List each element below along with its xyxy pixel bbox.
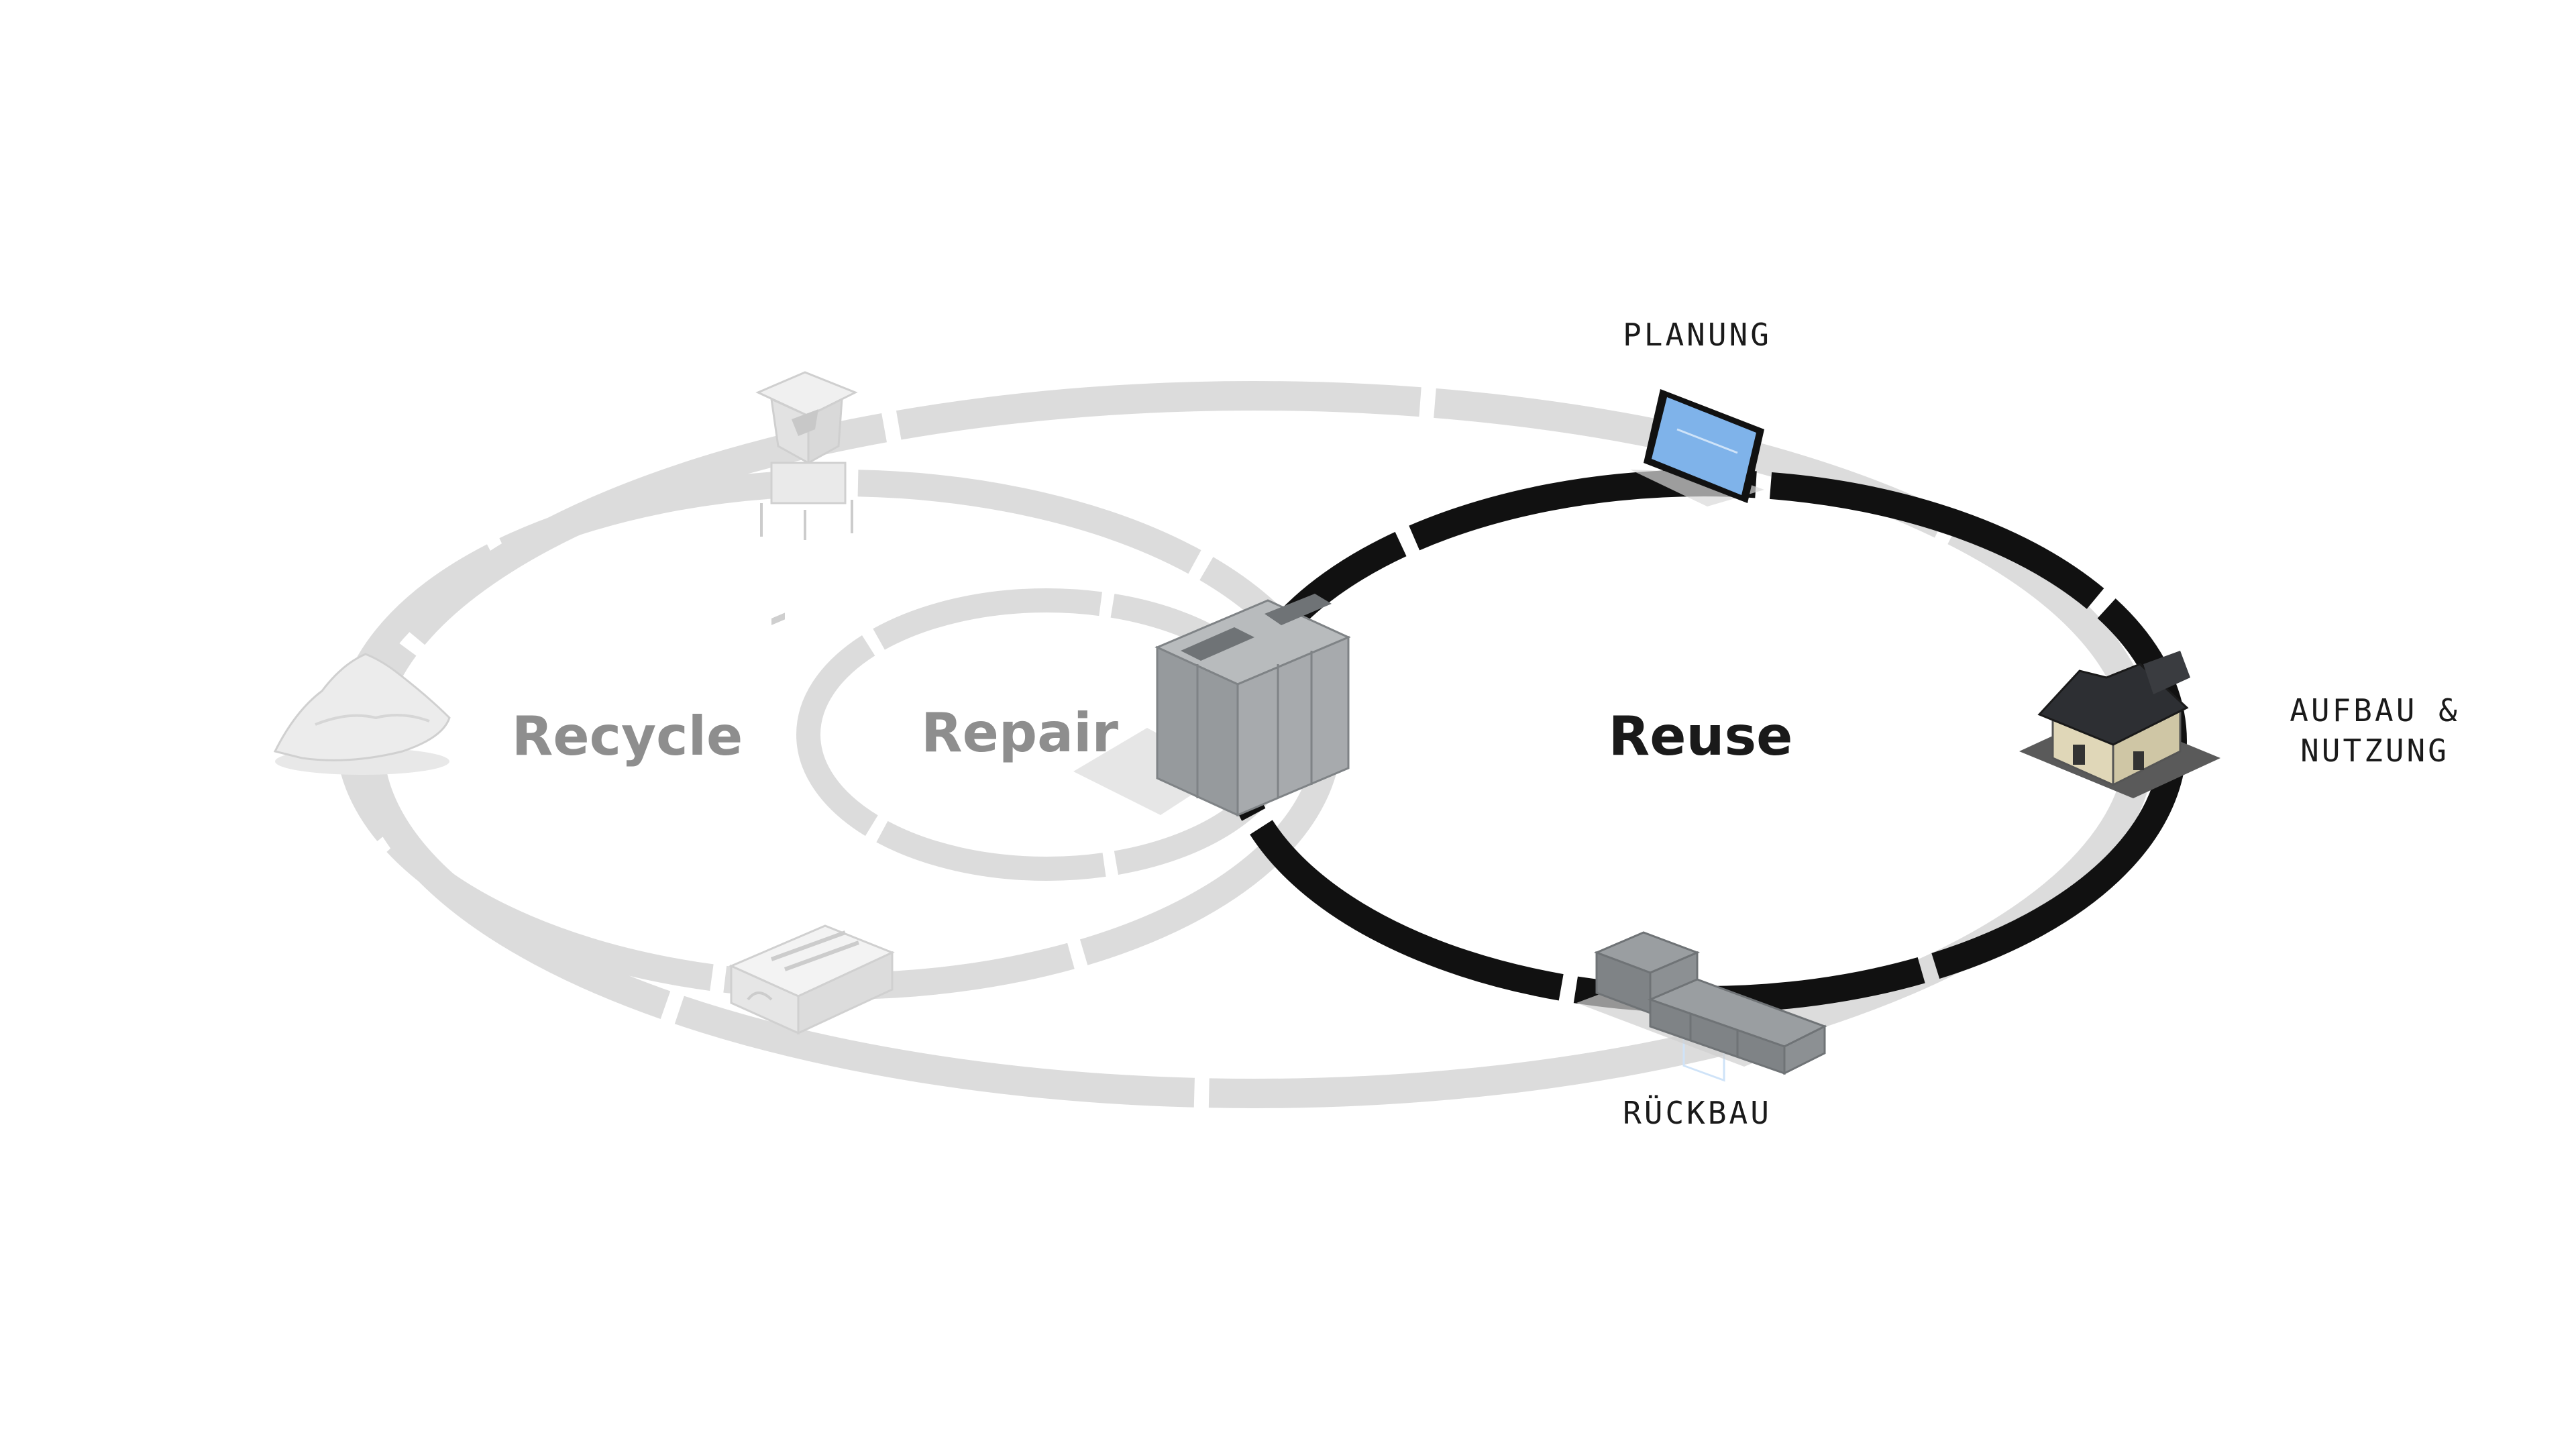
stage-label-planung: PLANUNG (1623, 317, 1772, 353)
stage-label-aufbau-line2: NUTZUNG (2300, 733, 2449, 769)
stage-label-rueckbau: RÜCKBAU (1623, 1095, 1772, 1131)
repair-title: Repair (921, 702, 1119, 764)
recycle-title: Recycle (512, 705, 743, 767)
reuse-title: Reuse (1609, 705, 1793, 767)
crusher-plant-icon (755, 371, 858, 540)
wall-blocks-icon (1576, 931, 1827, 1075)
stage-label-aufbau-line1: AUFBAU & (2290, 692, 2460, 729)
sand-pile-icon (273, 653, 451, 775)
house-icon (2019, 651, 2220, 798)
factory-building-icon (729, 612, 895, 1035)
concrete-block-icon (1073, 594, 1351, 817)
